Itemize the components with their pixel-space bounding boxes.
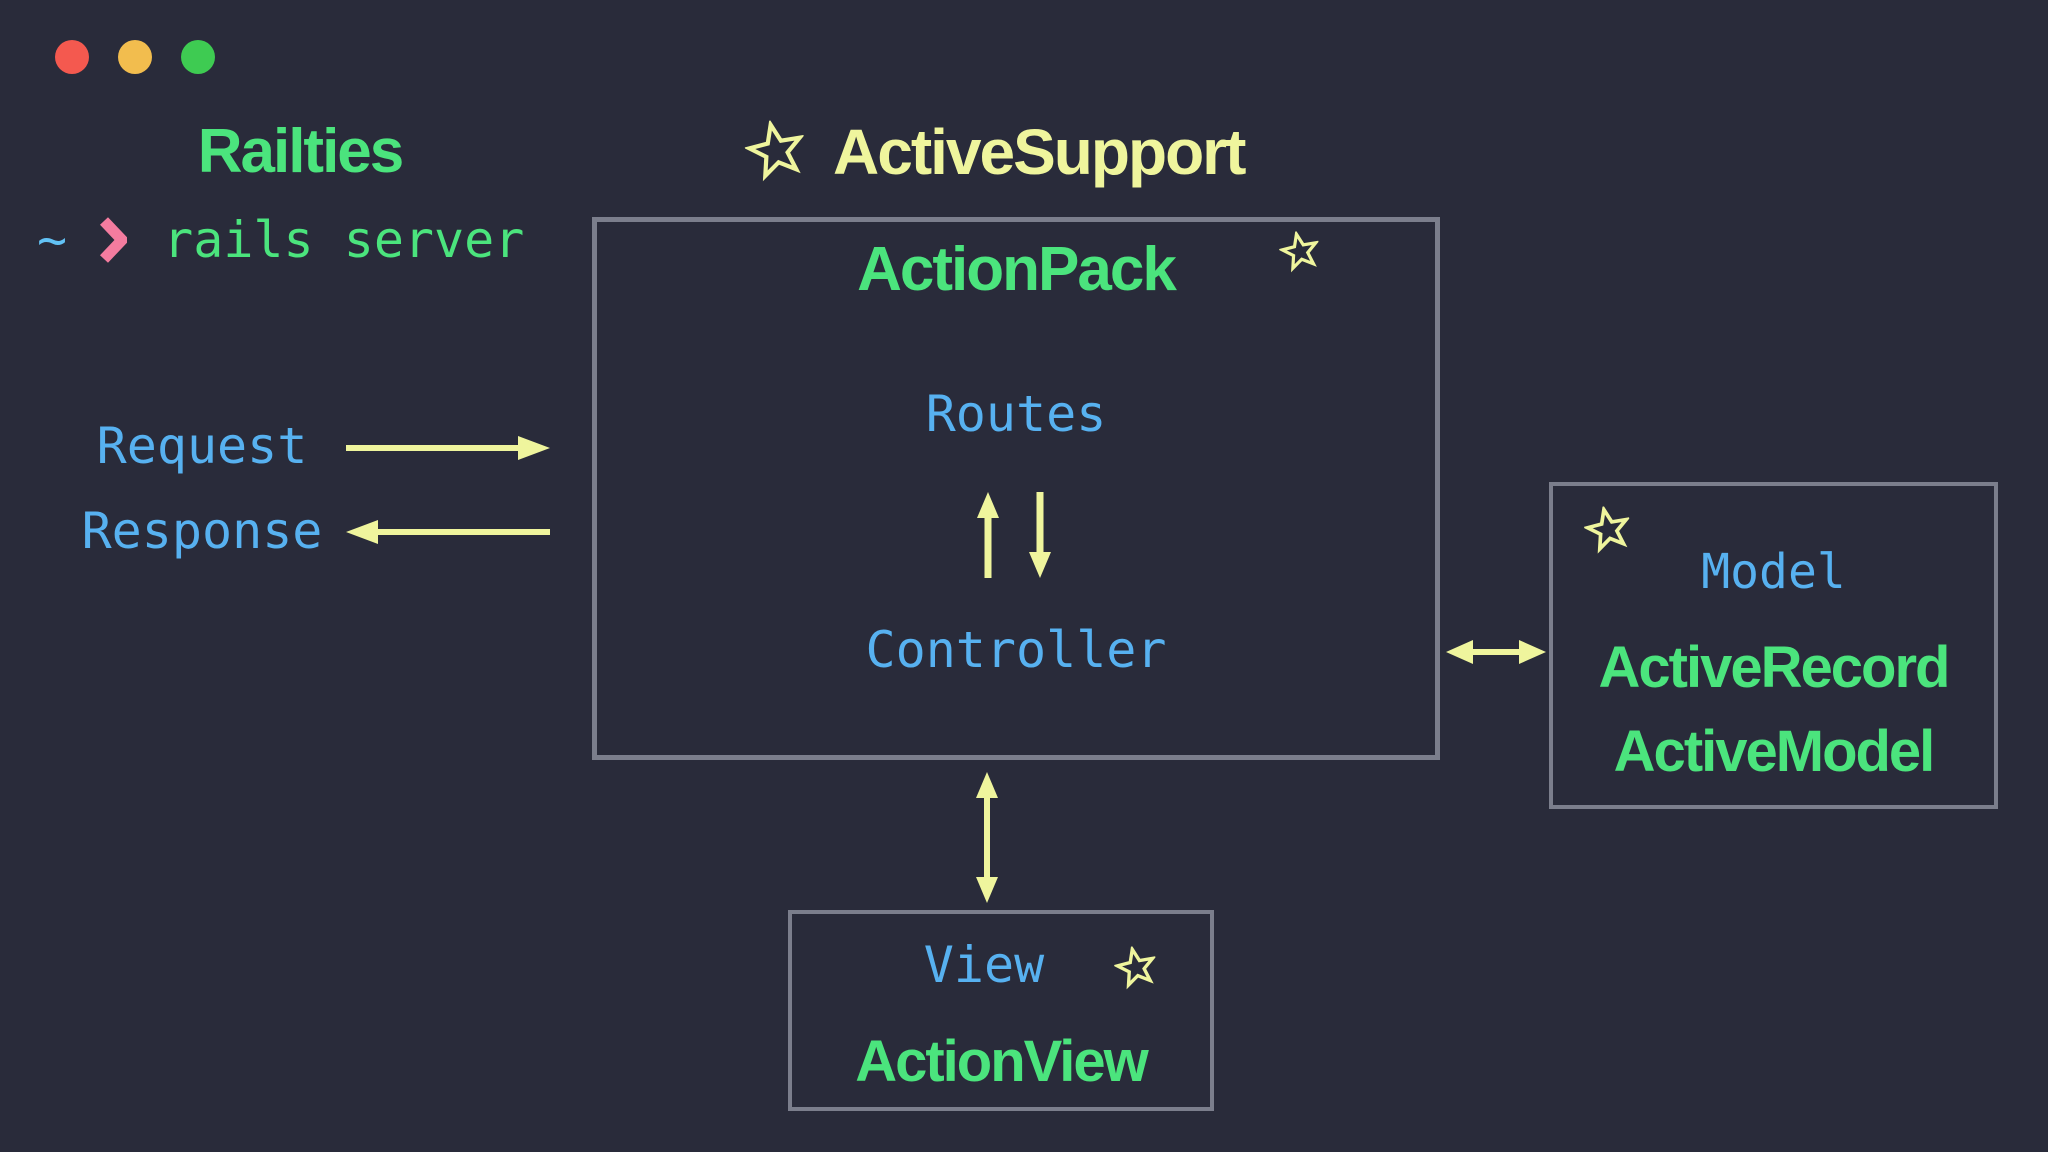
- routes-label: Routes: [925, 385, 1107, 443]
- window-minimize-button[interactable]: [118, 40, 152, 74]
- terminal-command: rails server: [163, 211, 525, 269]
- model-box: Model ActiveRecord ActiveModel: [1549, 482, 1998, 809]
- action-pack-box: ActionPack Routes Controller: [592, 217, 1440, 760]
- response-arrow: [346, 520, 550, 544]
- view-component-actionview: ActionView: [855, 1029, 1149, 1094]
- routes-controller-arrows: [977, 492, 1051, 578]
- action-pack-title: ActionPack: [857, 235, 1177, 304]
- prompt-chevron-icon: [100, 217, 128, 263]
- active-support-label: ActiveSupport: [833, 116, 1246, 188]
- model-title: Model: [1701, 544, 1846, 600]
- view-title: View: [923, 936, 1045, 994]
- controller-label: Controller: [865, 621, 1167, 679]
- terminal-cwd: ~: [37, 211, 68, 269]
- model-component-activemodel: ActiveModel: [1613, 719, 1936, 784]
- action-pack-star-icon: [1277, 229, 1320, 273]
- active-support-star-icon: [743, 118, 805, 182]
- response-label: Response: [81, 502, 323, 560]
- window-close-button[interactable]: [55, 40, 89, 74]
- view-star-icon: [1112, 944, 1157, 990]
- model-star-icon: [1582, 504, 1631, 554]
- railties-title: Railties: [197, 117, 405, 186]
- actionpack-model-arrow: [1446, 640, 1546, 664]
- request-arrow: [346, 436, 550, 460]
- terminal-line: ~ rails server: [37, 212, 524, 268]
- request-label: Request: [96, 417, 308, 475]
- model-component-activerecord: ActiveRecord: [1598, 635, 1951, 700]
- actionpack-view-arrow: [976, 772, 998, 903]
- window-maximize-button[interactable]: [181, 40, 215, 74]
- view-box: View ActionView: [788, 910, 1214, 1111]
